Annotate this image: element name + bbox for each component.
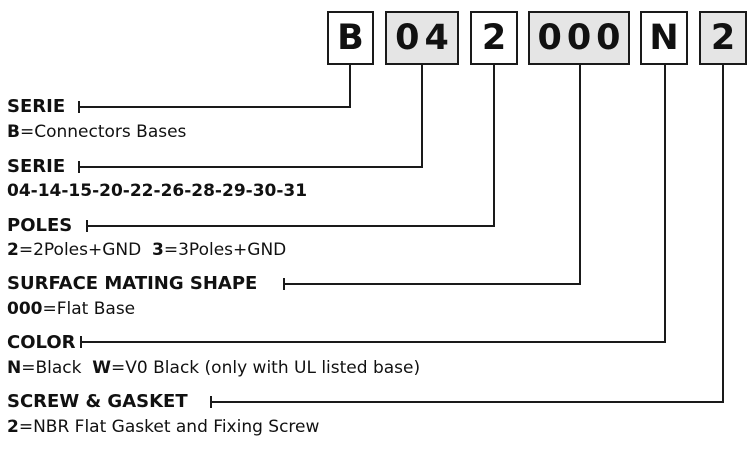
row-desc-serie-size: 04-14-15-20-22-26-28-29-30-31 xyxy=(7,181,308,201)
row-desc-surface: 000=Flat Base xyxy=(7,299,136,319)
row-title-poles: POLES xyxy=(7,215,73,236)
row-title-screw: SCREW & GASKET xyxy=(7,391,188,412)
leader-surface xyxy=(284,65,581,285)
code-box-size: 04 xyxy=(385,11,459,65)
leader-poles xyxy=(87,65,495,227)
code-box-screw: 2 xyxy=(699,11,747,65)
leader-color xyxy=(81,65,666,343)
row-title-color: COLOR xyxy=(7,332,76,353)
leader-screw xyxy=(211,65,724,403)
row-title-serie: SERIE xyxy=(7,96,66,117)
code-box-color: N xyxy=(640,11,688,65)
code-box-poles: 2 xyxy=(470,11,518,65)
row-title-serie-size: SERIE xyxy=(7,156,66,177)
row-title-surface: SURFACE MATING SHAPE xyxy=(7,273,258,294)
code-box-serie: B xyxy=(327,11,374,65)
row-desc-poles: 2=2Poles+GND 3=3Poles+GND xyxy=(7,240,287,260)
leader-serie-2 xyxy=(79,65,423,168)
code-box-surface: 000 xyxy=(528,11,630,65)
leader-serie-1 xyxy=(79,65,351,108)
row-desc-color: N=Black W=V0 Black (only with UL listed … xyxy=(7,358,421,378)
row-desc-serie: B=Connectors Bases xyxy=(7,122,187,142)
row-desc-screw: 2=NBR Flat Gasket and Fixing Screw xyxy=(7,417,320,437)
